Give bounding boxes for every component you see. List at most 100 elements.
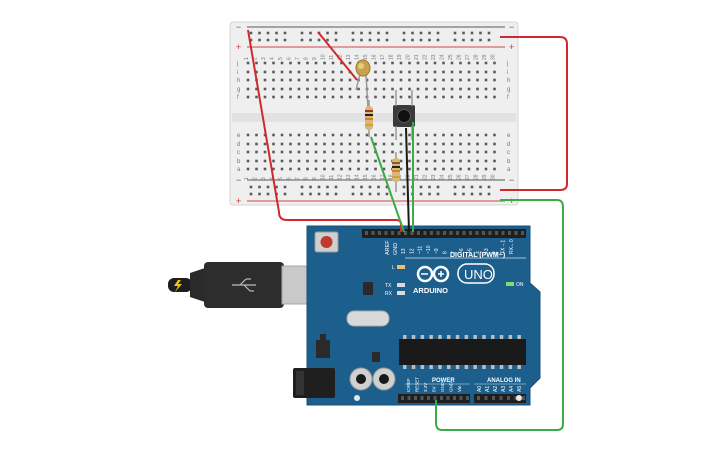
green-wire-pin13[interactable] xyxy=(370,136,405,233)
rail-hole xyxy=(317,185,321,189)
rail-hole xyxy=(300,192,304,196)
column-number: 26 xyxy=(457,54,463,60)
usb-cable[interactable] xyxy=(168,262,323,308)
reset-button-icon[interactable] xyxy=(314,231,339,253)
breadboard-hole xyxy=(289,133,292,137)
resistor-1[interactable] xyxy=(365,100,373,137)
breadboard-hole xyxy=(467,133,471,137)
rail-hole xyxy=(385,192,389,196)
breadboard-hole xyxy=(289,159,292,163)
breadboard-hole xyxy=(467,167,471,171)
breadboard-hole xyxy=(289,150,292,154)
row-letter: b xyxy=(237,159,241,165)
breadboard-hole xyxy=(272,78,275,82)
row-letter: b xyxy=(507,159,511,165)
breadboard-hole xyxy=(416,61,420,65)
breadboard-hole xyxy=(484,133,488,137)
rail-hole xyxy=(428,185,431,189)
breadboard[interactable]: 1122334455667788991010111112121313141415… xyxy=(229,21,519,206)
breadboard-hole xyxy=(467,95,471,99)
rail-hole xyxy=(462,185,465,189)
breadboard-hole xyxy=(382,78,386,82)
chip-pin xyxy=(411,365,416,369)
green-wire-5v[interactable] xyxy=(435,199,564,431)
breadboard-hole xyxy=(289,95,292,99)
header-pin xyxy=(466,396,469,400)
led[interactable] xyxy=(355,59,371,109)
column-number: 8 xyxy=(304,57,310,60)
digital-pin-label: ~10 xyxy=(426,245,432,254)
column-number: 29 xyxy=(482,54,488,60)
breadboard-hole xyxy=(391,95,394,99)
red-wire-led[interactable] xyxy=(317,31,358,81)
breadboard-hole xyxy=(306,150,309,154)
gnd-label: GND xyxy=(393,243,399,255)
rail-hole xyxy=(334,31,338,35)
breadboard-hole xyxy=(459,167,462,171)
chip-pin xyxy=(455,365,460,369)
chip-pin xyxy=(473,335,477,339)
breadboard-hole xyxy=(340,78,343,82)
breadboard-hole xyxy=(416,167,420,171)
column-number: 17 xyxy=(380,174,386,180)
header-pin xyxy=(521,231,524,235)
breadboard-hole xyxy=(280,150,284,154)
resistor-2[interactable] xyxy=(392,152,400,192)
breadboard-hole xyxy=(357,142,360,146)
breadboard-hole xyxy=(263,95,267,99)
breadboard-hole xyxy=(484,78,488,82)
breadboard-hole xyxy=(323,150,326,154)
breadboard-hole xyxy=(442,133,445,137)
header-pin xyxy=(449,231,453,235)
breadboard-hole xyxy=(425,159,428,163)
breadboard-hole xyxy=(263,70,267,74)
breadboard-hole xyxy=(459,87,462,91)
breadboard-hole xyxy=(467,70,471,74)
rail-hole xyxy=(300,31,304,35)
usb-cable-strain-relief xyxy=(190,268,205,302)
rail-hole xyxy=(275,185,278,189)
breadboard-hole xyxy=(476,167,479,171)
breadboard-hole xyxy=(314,78,318,82)
chip-pin xyxy=(499,335,504,339)
wires[interactable] xyxy=(247,29,568,431)
rail-hole xyxy=(453,38,457,42)
breadboard-hole xyxy=(297,61,301,65)
breadboard-hole xyxy=(416,70,420,74)
breadboard-hole xyxy=(484,95,488,99)
power-pin-label: 3.3V xyxy=(423,383,428,392)
breadboard-hole xyxy=(493,78,496,82)
breadboard-hole xyxy=(493,142,496,146)
breadboard-hole xyxy=(331,159,335,163)
black-wire-pin12[interactable] xyxy=(405,127,410,233)
breadboard-hole xyxy=(255,70,258,74)
breadboard-hole xyxy=(382,70,386,74)
breadboard-hole xyxy=(289,78,292,82)
digital-pin-label: ~6 xyxy=(459,248,465,254)
row-letter: c xyxy=(507,150,510,156)
header-pin xyxy=(469,231,472,235)
voltage-regulator xyxy=(316,340,330,358)
breadboard-hole xyxy=(399,87,403,91)
chip-pin xyxy=(455,335,460,339)
breadboard-hole xyxy=(323,167,326,171)
header-pin xyxy=(410,231,414,235)
breadboard-hole xyxy=(314,95,318,99)
header-pins xyxy=(365,231,525,400)
header-pin xyxy=(522,396,525,400)
breadboard-hole xyxy=(289,61,292,65)
breadboard-hole xyxy=(459,142,462,146)
push-button[interactable] xyxy=(393,90,415,140)
header-pin xyxy=(401,396,404,400)
breadboard-hole xyxy=(476,159,479,163)
red-wire-rail-jumper[interactable] xyxy=(500,36,568,191)
column-number: 16 xyxy=(372,174,378,180)
breadboard-hole xyxy=(433,61,437,65)
breadboard-hole xyxy=(340,87,343,91)
breadboard-hole xyxy=(459,70,462,74)
breadboard-hole xyxy=(357,150,360,154)
